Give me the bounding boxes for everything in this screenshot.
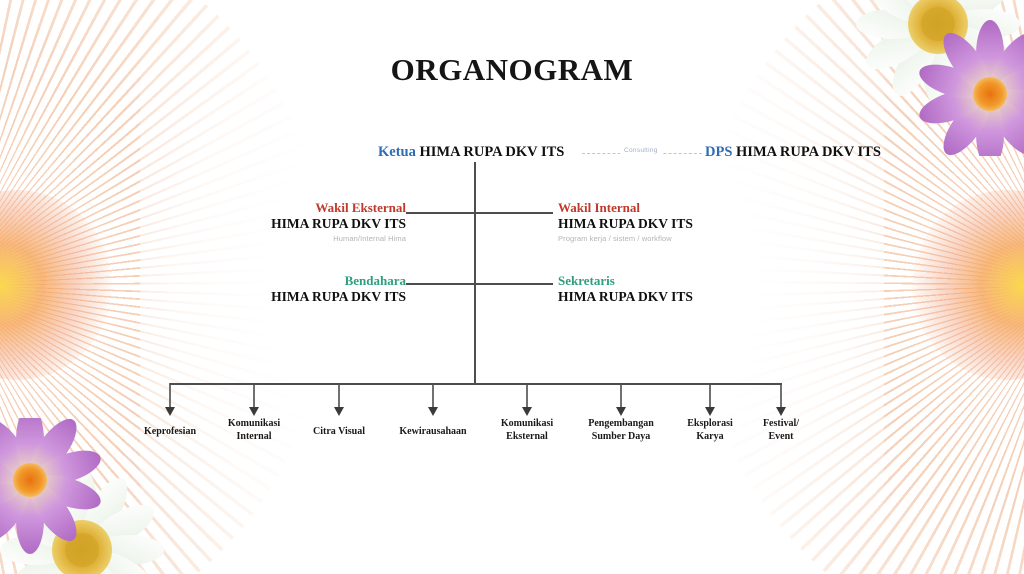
page-title: ORGANOGRAM bbox=[390, 52, 634, 87]
node-dps-org: HIMA RUPA DKV ITS bbox=[736, 144, 881, 160]
node-bendahara[interactable]: Bendahara HIMA RUPA DKV ITS bbox=[271, 273, 406, 305]
dept-eksplorasi-karya[interactable]: Eksplorasi Karya bbox=[687, 418, 733, 442]
crossbar-bendahara bbox=[406, 283, 475, 285]
crossbar-sekretaris bbox=[474, 283, 553, 285]
node-bendahara-role: Bendahara bbox=[344, 273, 406, 288]
node-wakil-internal[interactable]: Wakil Internal HIMA RUPA DKV ITS Program… bbox=[558, 200, 693, 244]
node-ketua-org: HIMA RUPA DKV ITS bbox=[419, 144, 565, 160]
dept-kewirausahaan[interactable]: Kewirausahaan bbox=[399, 426, 467, 437]
node-ketua-role: Ketua bbox=[378, 144, 416, 160]
node-bendahara-org: HIMA RUPA DKV ITS bbox=[271, 288, 406, 304]
node-wakil-eksternal-role: Wakil Eksternal bbox=[315, 200, 406, 215]
node-ketua[interactable]: Ketua HIMA RUPA DKV ITS bbox=[378, 144, 564, 161]
dept-citra-visual[interactable]: Citra Visual bbox=[313, 426, 365, 437]
department-bus-line bbox=[170, 383, 782, 385]
crossbar-wakil-eksternal bbox=[406, 212, 475, 214]
node-wakil-internal-role: Wakil Internal bbox=[558, 200, 640, 215]
crossbar-wakil-internal bbox=[474, 212, 553, 214]
dept-komunikasi-internal[interactable]: Komunikasi Internal bbox=[227, 418, 281, 442]
dept-komunikasi-eksternal[interactable]: Komunikasi Eksternal bbox=[500, 418, 554, 442]
node-sekretaris-org: HIMA RUPA DKV ITS bbox=[558, 288, 693, 304]
node-sekretaris-role: Sekretaris bbox=[558, 273, 615, 288]
node-sekretaris[interactable]: Sekretaris HIMA RUPA DKV ITS bbox=[558, 273, 693, 305]
node-dps-role: DPS bbox=[705, 144, 733, 160]
node-dps[interactable]: DPS HIMA RUPA DKV ITS bbox=[705, 144, 881, 161]
node-wakil-eksternal-org: HIMA RUPA DKV ITS bbox=[271, 215, 406, 231]
node-wakil-eksternal-subtitle: Human/Internal Hima bbox=[333, 234, 406, 244]
connector-consulting-label: Consulting bbox=[620, 147, 662, 154]
node-wakil-internal-subtitle: Program kerja / sistem / workflow bbox=[558, 234, 672, 244]
node-wakil-eksternal[interactable]: Wakil Eksternal HIMA RUPA DKV ITS Human/… bbox=[271, 200, 406, 244]
dept-festival-event[interactable]: Festival/ Event bbox=[762, 418, 800, 442]
dept-pengembangan-sumber-daya[interactable]: Pengembangan Sumber Daya bbox=[588, 418, 654, 442]
node-wakil-internal-org: HIMA RUPA DKV ITS bbox=[558, 215, 693, 231]
spine-vertical-line bbox=[474, 162, 476, 384]
dept-keprofesian[interactable]: Keprofesian bbox=[143, 426, 197, 437]
